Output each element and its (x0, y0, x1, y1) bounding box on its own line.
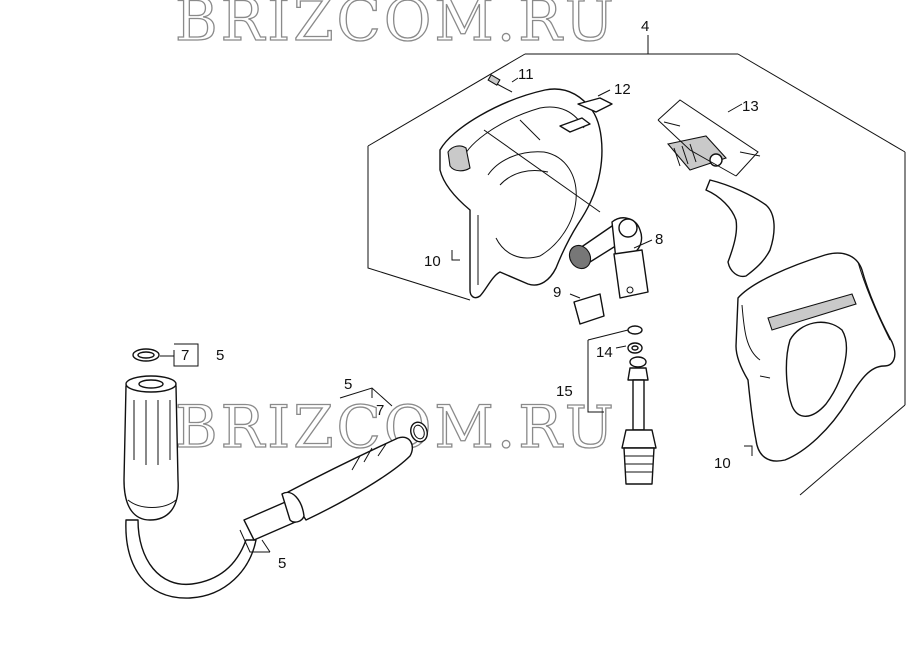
assembly-boundary (367, 35, 906, 496)
valve-stem-part-15 (587, 329, 657, 485)
clip-part-12 (559, 89, 613, 133)
callout-5-bottom: 5 (278, 555, 286, 572)
callout-7-left: 7 (181, 347, 189, 364)
callout-14: 14 (596, 344, 613, 361)
callout-9: 9 (553, 284, 561, 301)
callout-10-right: 10 (714, 455, 731, 472)
valve-part-8 (568, 217, 653, 299)
trigger-part-13 (657, 99, 775, 278)
watermark-middle: BRIZCOM.RU (175, 393, 617, 461)
callout-labels: 4 11 12 13 8 9 10 14 15 10 7 5 5 7 5 (181, 18, 759, 572)
callout-11: 11 (518, 66, 534, 83)
screw-part-11 (487, 74, 519, 93)
callout-8: 8 (655, 231, 663, 248)
callout-5-left: 5 (216, 347, 224, 364)
hose-assembly (123, 348, 257, 599)
callout-5-middle: 5 (344, 376, 352, 393)
callout-7-middle: 7 (376, 402, 384, 419)
seal-part-14 (615, 325, 643, 354)
housing-half-right (735, 252, 896, 462)
callout-12: 12 (614, 81, 631, 98)
callout-4: 4 (641, 18, 649, 35)
callout-10-left: 10 (424, 253, 441, 270)
watermark-top: BRIZCOM.RU (175, 0, 617, 54)
callout-15: 15 (556, 383, 573, 400)
leader-lines (160, 250, 753, 553)
grip-sleeve (243, 421, 428, 541)
wedge-part-9 (569, 293, 605, 325)
callout-13: 13 (742, 98, 759, 115)
housing-half-left (439, 88, 603, 299)
